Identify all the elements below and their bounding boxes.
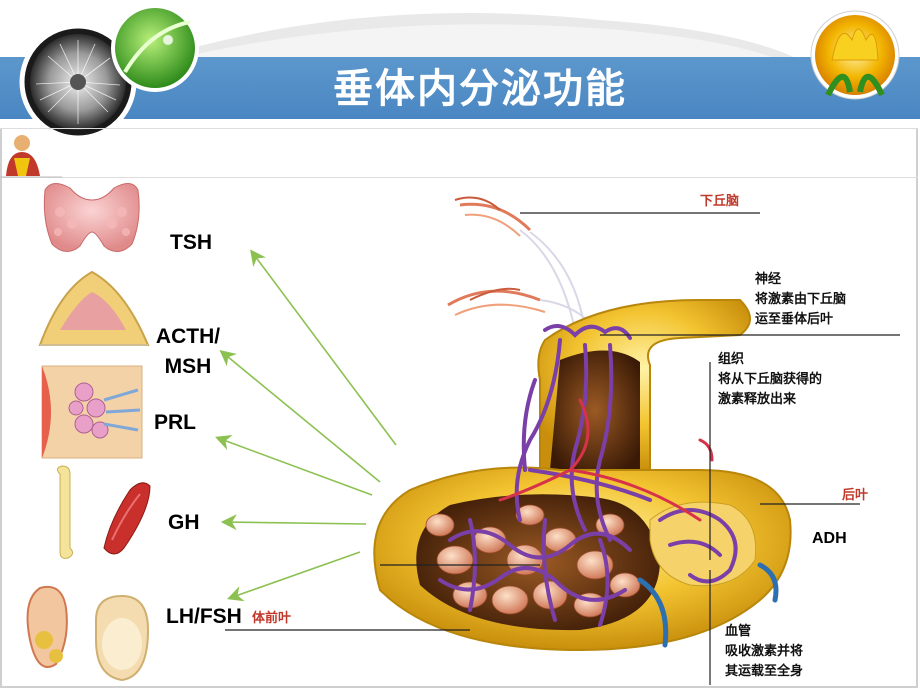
hormone-label-acth-line2: MSH [164,355,212,378]
leader-lines [225,212,900,685]
leaf-photo-icon [111,4,199,92]
hormone-label-adh: ADH [812,530,847,547]
label-posterior-lobe: 后叶 [842,488,869,503]
pituitary-stalk [537,299,751,471]
top-strip [0,128,918,178]
label-vessel-line2: 吸收激素并将 [725,644,804,659]
hormone-label-lh-fsh: LH/FSH [166,605,242,628]
hormone-label-prl: PRL [154,411,196,434]
label-tissue-line2: 将从下丘脑获得的 [718,372,823,387]
adrenal-gland-icon [38,270,150,346]
hormone-label-gh: GH [168,511,200,534]
arrow-acth [219,349,381,483]
thyroid-gland-icon [40,178,145,258]
label-hypothalamus: 下丘脑 [700,194,740,209]
header-band [0,0,920,130]
label-vessel-line1: 血管 [725,624,752,639]
label-anterior-lobe: 体前叶 [252,611,292,626]
label-nerve-line3: 运至垂体后叶 [755,312,834,327]
bone-muscle-icon [44,465,158,560]
gonad-icon [22,576,152,686]
label-vessel: 血管 吸收激素并将 其运载至全身 [725,622,803,682]
portal-vessels [438,324,738,627]
label-nerve-line2: 将激素由下丘脑 [755,292,847,307]
label-tissue-line3: 激素释放出来 [718,392,797,407]
artery [498,398,714,522]
hormone-label-tsh: TSH [170,231,212,254]
arrow-tsh [250,249,397,446]
mammary-gland-icon [41,365,143,459]
header-decoration [150,13,800,60]
corner-photos [19,4,900,140]
hormone-label-acth-line1: ACTH/ [155,325,221,348]
vein [637,562,779,648]
hypothalamus-nerves [447,196,601,336]
content-frame [0,128,918,688]
label-vessel-line3: 其运载至全身 [725,664,804,679]
hormone-arrows [214,249,397,602]
arrow-gh [220,514,367,531]
slide-title: 垂体内分泌功能 [333,66,627,112]
human-figure-icon [0,135,62,178]
arrow-lhfsh [226,551,361,602]
label-tissue: 组织 将从下丘脑获得的 激素释放出来 [718,350,822,410]
label-nerve-line1: 神经 [755,272,782,287]
arrow-prl [214,434,373,496]
label-nerve: 神经 将激素由下丘脑 运至垂体后叶 [755,270,846,330]
tulip-photo-icon [810,10,900,100]
hormone-label-acth: ACTH/ MSH [148,322,228,382]
label-tissue-line1: 组织 [718,352,745,367]
